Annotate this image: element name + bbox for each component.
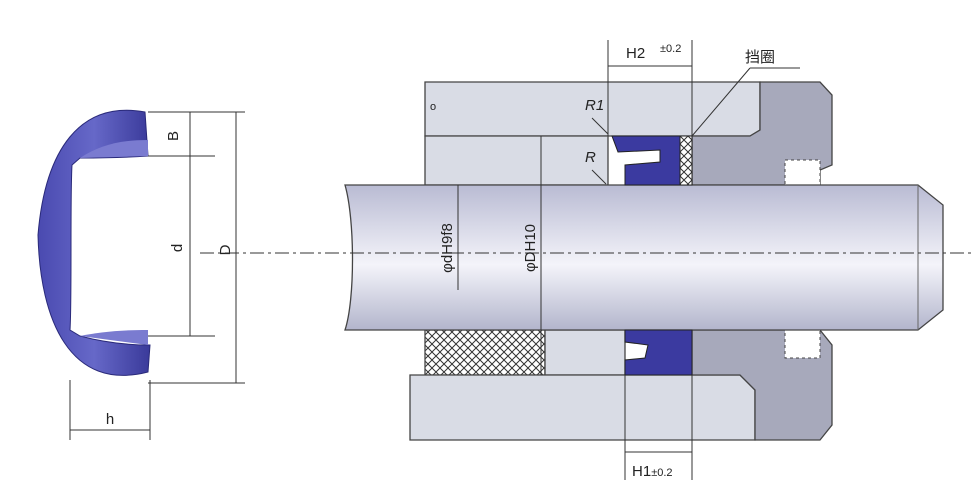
bore-diameter-label: φDH10 (522, 224, 539, 272)
dim-label-D: D (217, 244, 234, 255)
dim-label-H2: H2 (626, 45, 645, 62)
dim-label-H1: H1±0.2 (632, 463, 673, 480)
backup-ring-top (679, 135, 693, 186)
u-seal-lip-top (80, 140, 148, 158)
lower-hatched-section (424, 329, 546, 376)
u-seal-body (37, 109, 151, 376)
u-seal-view: B d D h (37, 109, 245, 440)
seal-bottom (624, 329, 693, 376)
backup-ring-label: 挡圈 (745, 49, 775, 66)
lower-housing (409, 374, 756, 441)
dim-label-d: d (169, 244, 186, 252)
rod-diameter-label: φdH9f8 (439, 223, 456, 273)
seal-top (611, 135, 681, 186)
radius-label-R1: R1 (585, 97, 604, 114)
radius-label-R: R (585, 149, 596, 166)
dim-tolerance-H2: ±0.2 (660, 43, 681, 55)
thread-detail-top (784, 159, 821, 186)
u-seal-lip-bottom (80, 330, 148, 345)
piston-rod (344, 184, 944, 331)
upper-gland-wall (424, 135, 609, 186)
dim-label-h: h (106, 411, 114, 428)
lower-gland-wall (544, 329, 626, 376)
circle-mark: o (430, 101, 436, 113)
thread-detail-bottom (784, 329, 821, 359)
dim-label-B: B (165, 131, 182, 141)
installation-section: H2 ±0.2 挡圈 H1±0.2 R1 R φdH9f8 φDH10 o (200, 40, 975, 480)
